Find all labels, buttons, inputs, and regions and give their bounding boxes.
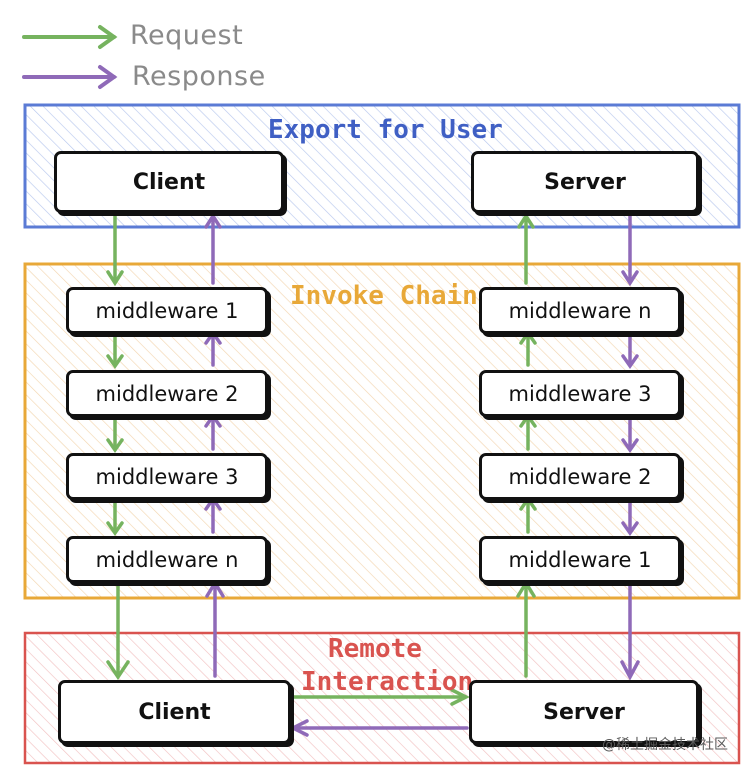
client-bottom-node: Client xyxy=(58,680,291,744)
server-middleware-n: middleware n xyxy=(479,287,681,334)
client-middleware-n: middleware n xyxy=(66,536,268,583)
remote-request-arrow xyxy=(291,688,470,706)
user-region-title: Export for User xyxy=(268,115,503,145)
remote-response-arrow xyxy=(289,719,469,737)
server-middleware-3: middleware 3 xyxy=(479,370,681,417)
server-middleware-2: middleware 2 xyxy=(479,453,681,500)
client-middleware-2: middleware 2 xyxy=(66,370,268,417)
client-top-node: Client xyxy=(54,151,284,213)
chain-region-title: Invoke Chain xyxy=(290,281,478,311)
server-bottom-node: Server xyxy=(469,680,699,744)
client-request-arrows xyxy=(106,211,130,681)
legend-response-label: Response xyxy=(132,61,266,92)
watermark: @稀土掘金技术社区 xyxy=(602,737,728,753)
remote-region-title-line2: Interaction xyxy=(301,667,474,697)
server-request-arrows xyxy=(516,212,537,678)
legend-request-label: Request xyxy=(130,20,244,51)
legend-response-arrow xyxy=(22,65,118,89)
client-middleware-3: middleware 3 xyxy=(66,453,268,500)
legend-request-arrow xyxy=(22,25,118,49)
client-middleware-1: middleware 1 xyxy=(66,287,268,334)
server-top-node: Server xyxy=(471,151,699,213)
server-response-arrows xyxy=(620,214,640,681)
server-middleware-1: middleware 1 xyxy=(479,536,681,583)
remote-region-title-line1: Remote xyxy=(328,634,422,664)
